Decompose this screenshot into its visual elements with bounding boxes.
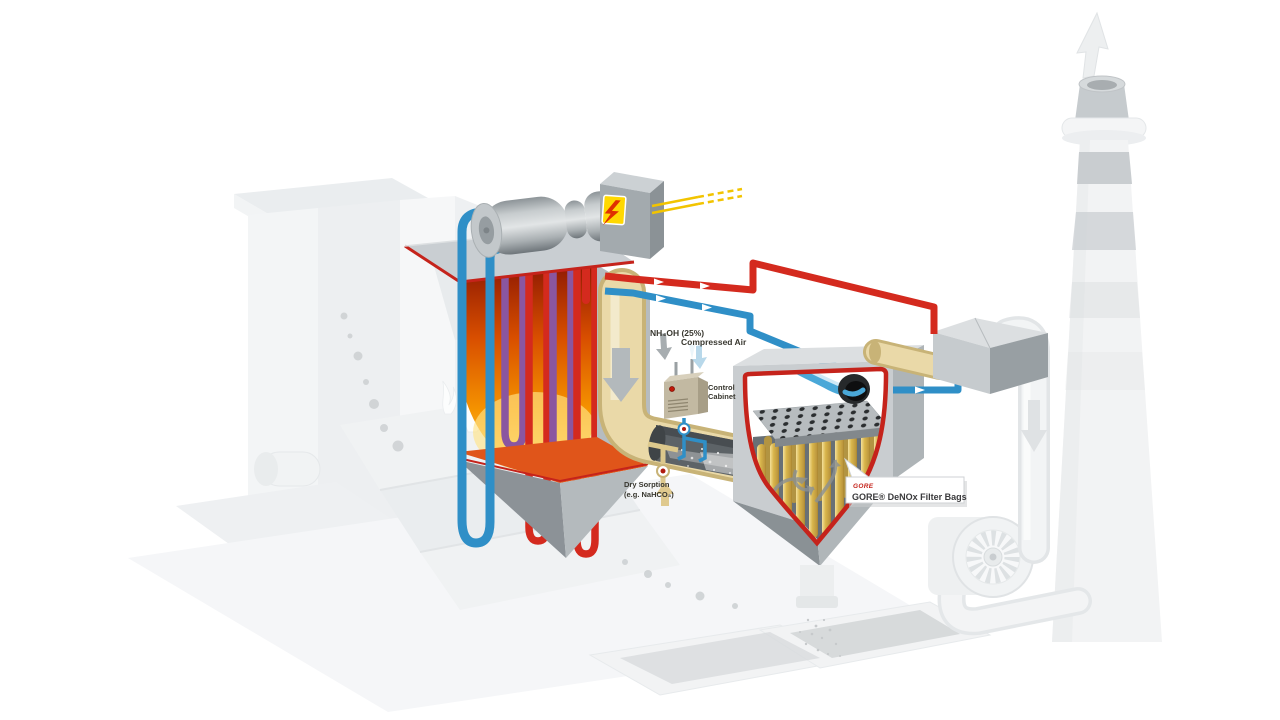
flow-arrow-icon (702, 304, 712, 311)
nh4oh-feed-arrow-icon (656, 333, 672, 360)
induced-draft-fan (928, 516, 1034, 598)
filter-baghouse (733, 345, 924, 657)
hot-water-pipe (604, 259, 938, 334)
control-cabinet (664, 345, 708, 419)
indicator-light (669, 386, 675, 392)
gore-filter-bags-label: GORE® DeNOx Filter Bags (852, 492, 967, 502)
flow-arrow-icon (700, 282, 710, 290)
annotation-labels: NH₄OH (25%) Compressed Air Control Cabin… (624, 328, 747, 499)
emission-arrow-icon (1076, 11, 1109, 79)
nh4oh-label: NH₄OH (25%) (650, 328, 704, 338)
flow-arrow-icon (654, 278, 664, 286)
control-cabinet-label-line1: Control (708, 383, 735, 392)
reagent-injection (647, 333, 708, 506)
gore-logo: GORE (853, 483, 874, 490)
gore-callout-label: GORE GORE® DeNOx Filter Bags (843, 457, 967, 507)
boiler (404, 172, 743, 558)
stack-chimney (1052, 11, 1162, 642)
ash-troughs (588, 601, 992, 696)
flow-arrow-icon (915, 386, 925, 394)
side-pipe (254, 451, 321, 487)
compressed-air-label: Compressed Air (681, 337, 747, 347)
falling-waste (340, 312, 404, 452)
dry-sorption-lance (647, 441, 679, 506)
falling-dust (799, 618, 841, 657)
heat-exchanger (933, 317, 1048, 394)
grate-ash (622, 559, 738, 609)
sorbent-feed-arrow-icon (656, 482, 674, 506)
power-lines (651, 187, 743, 215)
fan-blades (966, 530, 1020, 584)
boiler-hopper (458, 460, 566, 558)
gas-flow-down-arrow-icon (1021, 400, 1047, 452)
cabinet-vents (667, 398, 689, 413)
flue-gas-down-arrow-icon (603, 348, 639, 402)
control-cabinet-label-line2: Cabinet (708, 392, 736, 401)
flow-arrow-icon (656, 295, 666, 302)
dry-sorption-label-line2: (e.g. NaHCO₃) (624, 490, 674, 499)
lightning-bolt-icon (602, 200, 621, 226)
generator-housing (600, 172, 664, 259)
dry-sorption-label-line1: Dry Sorption (624, 480, 670, 489)
high-voltage-sign (601, 194, 627, 226)
dust-discharge-chute (800, 565, 834, 601)
compressed-air-arrow-icon (692, 345, 707, 369)
duct-filter-to-heat-exchanger (863, 339, 953, 380)
